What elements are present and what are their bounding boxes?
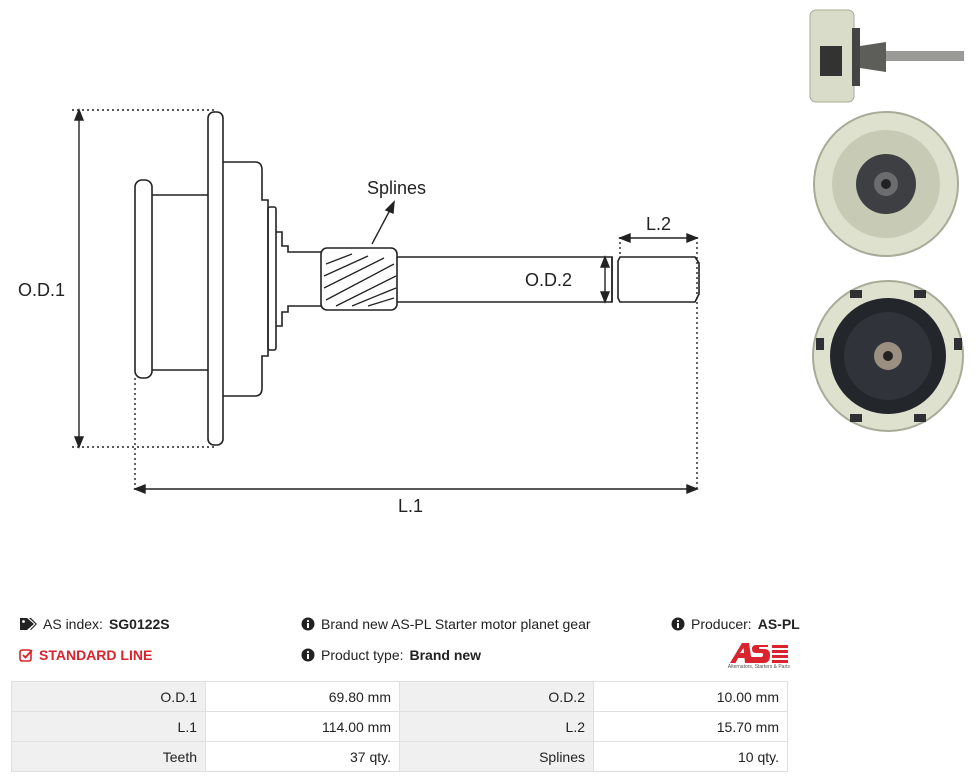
- spec-table: O.D.1 69.80 mm O.D.2 10.00 mm L.1 114.00…: [11, 681, 788, 772]
- table-row: Teeth 37 qty. Splines 10 qty.: [11, 741, 788, 772]
- spec-value: 10 qty.: [593, 741, 788, 772]
- product-photo-side: [809, 9, 964, 103]
- label-od1: O.D.1: [18, 280, 65, 300]
- drawing-cap: [134, 179, 153, 379]
- as-index-label: AS index:: [43, 616, 103, 632]
- label-l1: L.1: [398, 496, 423, 516]
- as-pl-logo-mark: [730, 643, 788, 663]
- spec-label: Teeth: [11, 741, 206, 772]
- drawing-body: [223, 161, 269, 397]
- label-od2: O.D.2: [525, 270, 572, 290]
- as-index-value: SG0122S: [108, 616, 170, 632]
- spec-label: L.2: [399, 711, 594, 742]
- drawing-shaft-tip: [617, 256, 700, 303]
- standard-line-label: STANDARD LINE: [39, 647, 153, 663]
- spec-label: Splines: [399, 741, 594, 772]
- table-row: O.D.1 69.80 mm O.D.2 10.00 mm: [11, 681, 788, 712]
- drawing-small-flange: [267, 206, 277, 351]
- product-photo-back: [812, 280, 964, 432]
- drawing-flange: [207, 111, 224, 446]
- label-splines: Splines: [367, 178, 426, 198]
- drawing-dimension-lines: [73, 108, 699, 495]
- spec-value: 37 qty.: [205, 741, 400, 772]
- as-pl-logo: Alternators, Starters & Parts: [716, 641, 790, 671]
- drawing-extension-lines: [72, 109, 698, 492]
- drawing-drum: [152, 194, 208, 371]
- standard-line-badge: STANDARD LINE: [19, 647, 152, 663]
- table-row: L.1 114.00 mm L.2 15.70 mm: [11, 711, 788, 742]
- spec-value: 10.00 mm: [593, 681, 788, 712]
- spec-label: L.1: [11, 711, 206, 742]
- as-index-row: AS index: SG0122S: [19, 616, 170, 632]
- drawing-gear: [320, 247, 398, 311]
- info-icon: [671, 617, 685, 631]
- product-photo-front: [813, 111, 959, 257]
- spec-value: 15.70 mm: [593, 711, 788, 742]
- spec-label: O.D.2: [399, 681, 594, 712]
- tags-icon: [19, 617, 37, 631]
- product-type-label: Product type:: [321, 647, 404, 663]
- producer-row: Producer: AS-PL: [671, 616, 800, 632]
- description-text: Brand new AS-PL Starter motor planet gea…: [321, 616, 591, 632]
- product-type-value: Brand new: [409, 647, 482, 663]
- spec-value: 114.00 mm: [205, 711, 400, 742]
- drawing-shaft: [397, 256, 613, 303]
- spec-value: 69.80 mm: [205, 681, 400, 712]
- producer-label: Producer:: [691, 616, 752, 632]
- drawing-neck: [276, 231, 322, 327]
- check-square-icon: [19, 648, 33, 662]
- technical-drawing: O.D.1 L.1 L.2 O.D.2 Splines: [18, 108, 700, 516]
- drawing-gear-teeth: [323, 253, 397, 307]
- description-row: Brand new AS-PL Starter motor planet gea…: [301, 616, 591, 632]
- producer-value: AS-PL: [757, 616, 800, 632]
- logo-tagline: Alternators, Starters & Parts: [727, 664, 790, 670]
- spec-label: O.D.1: [11, 681, 206, 712]
- product-type-row: Product type: Brand new: [301, 647, 481, 663]
- label-l2: L.2: [646, 214, 671, 234]
- info-icon: [301, 617, 315, 631]
- info-icon: [301, 648, 315, 662]
